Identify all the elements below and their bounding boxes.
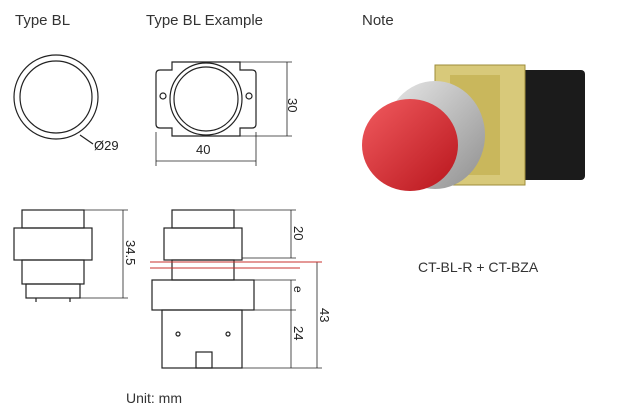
front-view-circle bbox=[13, 54, 99, 145]
product-photo bbox=[362, 64, 585, 191]
heading-note: Note bbox=[362, 12, 394, 29]
unit-label: Unit: mm bbox=[126, 390, 182, 406]
dim-total-height: 43 bbox=[317, 308, 332, 322]
dim-button-height: 20 bbox=[291, 226, 306, 240]
dim-block-height: 24 bbox=[291, 326, 306, 340]
example-front-view bbox=[155, 61, 292, 166]
side-view-type-bl bbox=[13, 209, 128, 302]
heading-type-bl-example: Type BL Example bbox=[146, 12, 264, 29]
heading-type-bl: Type BL bbox=[15, 12, 71, 29]
dim-diameter: Ø29 bbox=[94, 138, 119, 153]
dim-height: 30 bbox=[285, 98, 300, 112]
side-view-example bbox=[151, 209, 322, 369]
technical-drawing: Ø29 40 30 34.5 20 e 43 24 bbox=[13, 54, 332, 369]
product-caption: CT-BL-R + CT-BZA bbox=[418, 259, 539, 275]
dim-panel-thickness: e bbox=[291, 286, 305, 293]
dim-width: 40 bbox=[196, 142, 210, 157]
dim-body-height: 34.5 bbox=[123, 240, 138, 265]
